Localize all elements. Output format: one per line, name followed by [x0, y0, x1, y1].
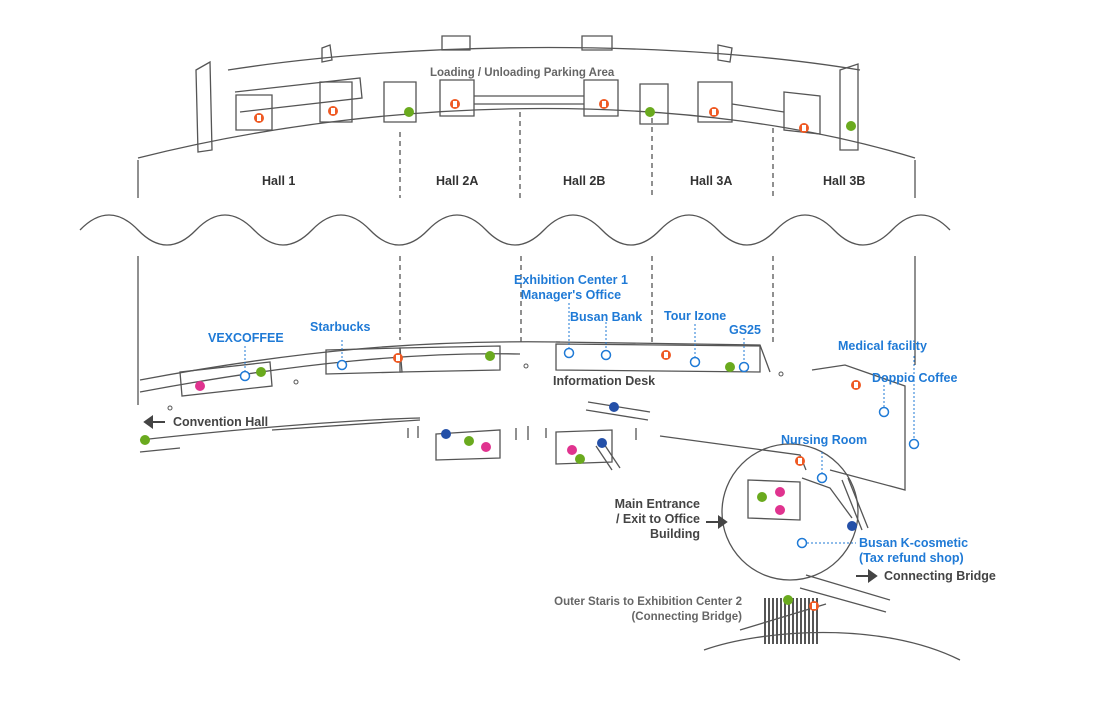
connecting-bridge-label: Connecting Bridge [884, 569, 996, 583]
hall-2a-label: Hall 2A [436, 174, 479, 188]
main-entrance-line3: Building [650, 527, 700, 541]
loading-building-left [195, 60, 213, 153]
main-entrance-line2: / Exit to Office [615, 512, 700, 526]
hall-3b-label: Hall 3B [823, 174, 866, 188]
nursing-room-label[interactable]: Nursing Room [781, 433, 868, 447]
hall-3a-label: Hall 3A [690, 174, 733, 188]
gs25-marker [738, 361, 750, 373]
medical-facility-label[interactable]: Medical facility [838, 339, 927, 353]
busan-bank-label[interactable]: Busan Bank [570, 310, 643, 324]
starbucks-marker [336, 359, 348, 371]
busan-kcosmetic-line1: Busan K-cosmetic [859, 536, 969, 550]
outer-stairs-line1: Outer Staris to Exhibition Center 2 [554, 596, 742, 608]
outer-stairs-line2: (Connecting Bridge) [631, 611, 742, 623]
busan-kcosmetic-label[interactable]: Busan K-cosmetic (Tax refund shop) [859, 536, 968, 566]
busan-kcosmetic-line2: (Tax refund shop) [859, 551, 964, 565]
busan-bank-marker [600, 349, 612, 361]
rotunda [721, 443, 859, 581]
exhibition-office-line1: Exhibition Center 1 [514, 273, 628, 287]
main-entrance-line1: Main Entrance [614, 497, 700, 511]
tour-izone-label[interactable]: Tour Izone [664, 309, 727, 323]
cut-line [79, 214, 951, 246]
loading-area-label: Loading / Unloading Parking Area [430, 67, 615, 79]
exhibition-office-line2: Manager's Office [520, 288, 622, 302]
convention-hall-label: Convention Hall [173, 415, 269, 429]
nursing-marker [816, 472, 828, 484]
kcosmetic-marker [796, 537, 808, 549]
hall-1-label: Hall 1 [262, 174, 296, 188]
gs25-label[interactable]: GS25 [729, 323, 761, 337]
exhibition-office-label[interactable]: Exhibition Center 1 Manager's Office [513, 273, 629, 303]
medical-marker [908, 438, 920, 450]
vexcoffee-label[interactable]: VEXCOFFEE [208, 331, 284, 345]
exhibition-office-marker [563, 347, 575, 359]
doppio-coffee-label[interactable]: Doppio Coffee [872, 371, 958, 385]
outer-stairs-label: Outer Staris to Exhibition Center 2 (Con… [500, 595, 742, 625]
vexcoffee-marker [239, 370, 251, 382]
information-desk-label: Information Desk [553, 374, 656, 388]
starbucks-label[interactable]: Starbucks [310, 320, 371, 334]
main-entrance-label: Main Entrance / Exit to Office Building [600, 497, 700, 542]
tour-izone-marker [689, 356, 701, 368]
restroom-icons [140, 99, 861, 611]
doppio-marker [878, 406, 890, 418]
hall-2b-label: Hall 2B [563, 174, 606, 188]
